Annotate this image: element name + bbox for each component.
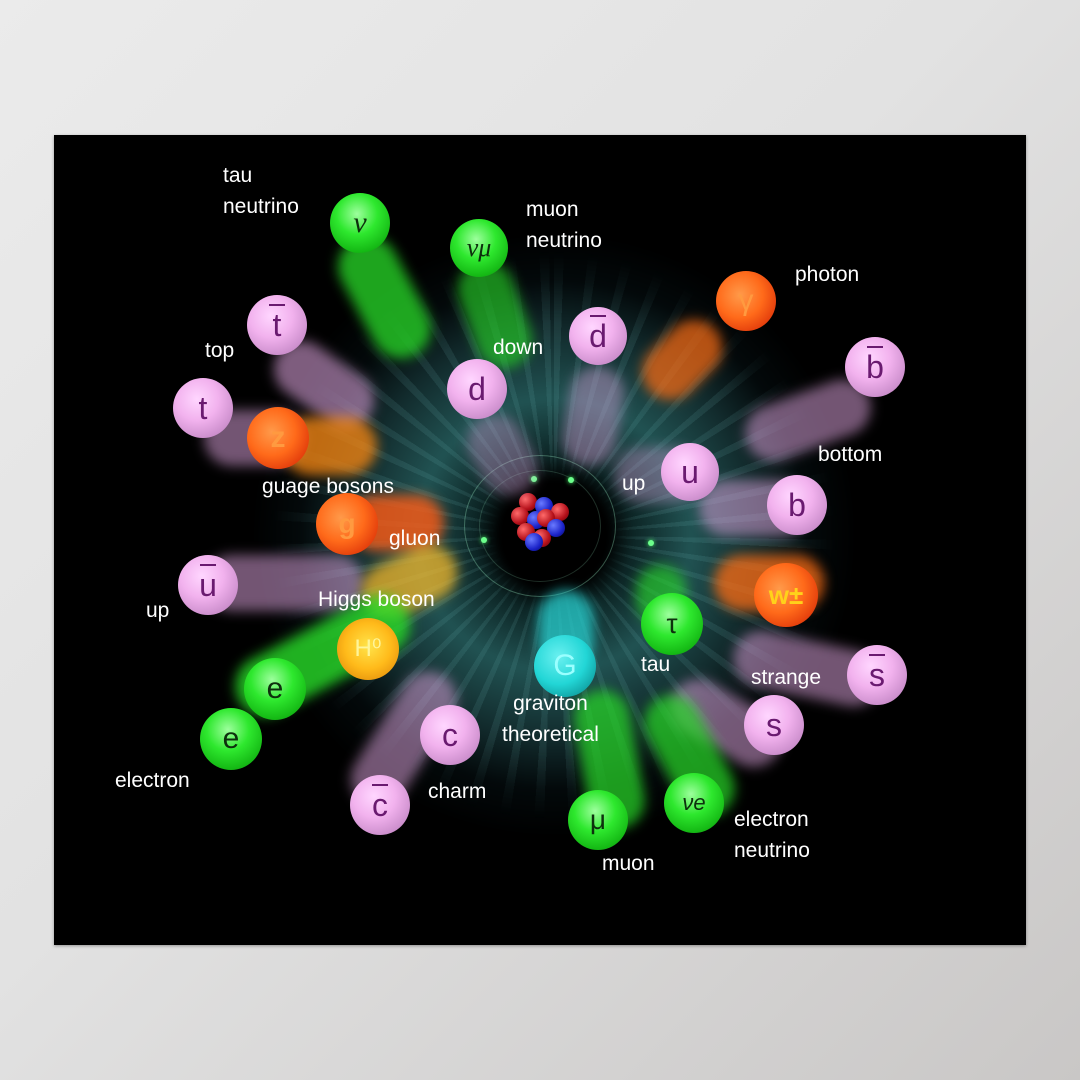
anti-up-particle[interactable]: u xyxy=(178,555,238,615)
up-label-right: up xyxy=(622,472,646,495)
gluon-particle[interactable]: g xyxy=(316,493,378,555)
orbit-electron-icon xyxy=(481,537,487,543)
up-particle[interactable]: u xyxy=(661,443,719,501)
higgs-particle[interactable]: H⁰ xyxy=(337,618,399,680)
orbit-electron-icon xyxy=(648,540,654,546)
electron-neutrino-particle[interactable]: νe xyxy=(664,773,724,833)
tau-neutrino-label: tau neutrino xyxy=(223,164,299,218)
tau-label: tau xyxy=(641,653,671,676)
particle-poster: ν νμ γ t d d b t z u b g u w± H⁰ τ G xyxy=(54,135,1026,945)
bottom-particle[interactable]: b xyxy=(767,475,827,535)
gluon-label: gluon xyxy=(389,527,441,550)
muon-neutrino-label: muon neutrino xyxy=(526,198,602,252)
muon-label: muon xyxy=(602,852,655,875)
graviton-label: graviton theoretical xyxy=(502,692,599,746)
anti-bottom-particle[interactable]: b xyxy=(845,337,905,397)
anti-down-particle[interactable]: d xyxy=(569,307,627,365)
atomic-nucleus-icon xyxy=(507,493,577,553)
up-label-left: up xyxy=(146,599,170,622)
higgs-boson-label: Higgs boson xyxy=(318,588,435,611)
atom-orbit-outer xyxy=(464,455,616,597)
top-label: top xyxy=(205,339,235,362)
strange-particle[interactable]: s xyxy=(744,695,804,755)
charm-label: charm xyxy=(428,780,487,803)
tau-particle[interactable]: τ xyxy=(641,593,703,655)
orbit-electron-icon xyxy=(568,477,574,483)
down-label: down xyxy=(493,336,544,359)
muon-neutrino-particle[interactable]: νμ xyxy=(450,219,508,277)
bottom-label: bottom xyxy=(818,443,883,466)
guage-bosons-label: guage bosons xyxy=(262,475,394,498)
down-particle[interactable]: d xyxy=(447,359,507,419)
strange-label: strange xyxy=(751,666,822,689)
atom-orbit-inner xyxy=(479,470,601,582)
anti-top-particle[interactable]: t xyxy=(247,295,307,355)
photon-label: photon xyxy=(795,263,860,286)
anti-strange-particle[interactable]: s xyxy=(847,645,907,705)
charm-particle[interactable]: c xyxy=(420,705,480,765)
electron-neutrino-label: electron neutrino xyxy=(734,808,810,862)
electron-particle-a[interactable]: e xyxy=(244,658,306,720)
orbit-electron-icon xyxy=(531,476,537,482)
tau-neutrino-particle[interactable]: ν xyxy=(330,193,390,253)
w-boson-particle[interactable]: w± xyxy=(754,563,818,627)
electron-particle-b[interactable]: e xyxy=(200,708,262,770)
muon-particle[interactable]: μ xyxy=(568,790,628,850)
graviton-particle[interactable]: G xyxy=(534,635,596,697)
anti-charm-particle[interactable]: c xyxy=(350,775,410,835)
top-particle[interactable]: t xyxy=(173,378,233,438)
z-boson-particle[interactable]: z xyxy=(247,407,309,469)
electron-label: electron xyxy=(115,769,190,792)
photon-particle[interactable]: γ xyxy=(716,271,776,331)
